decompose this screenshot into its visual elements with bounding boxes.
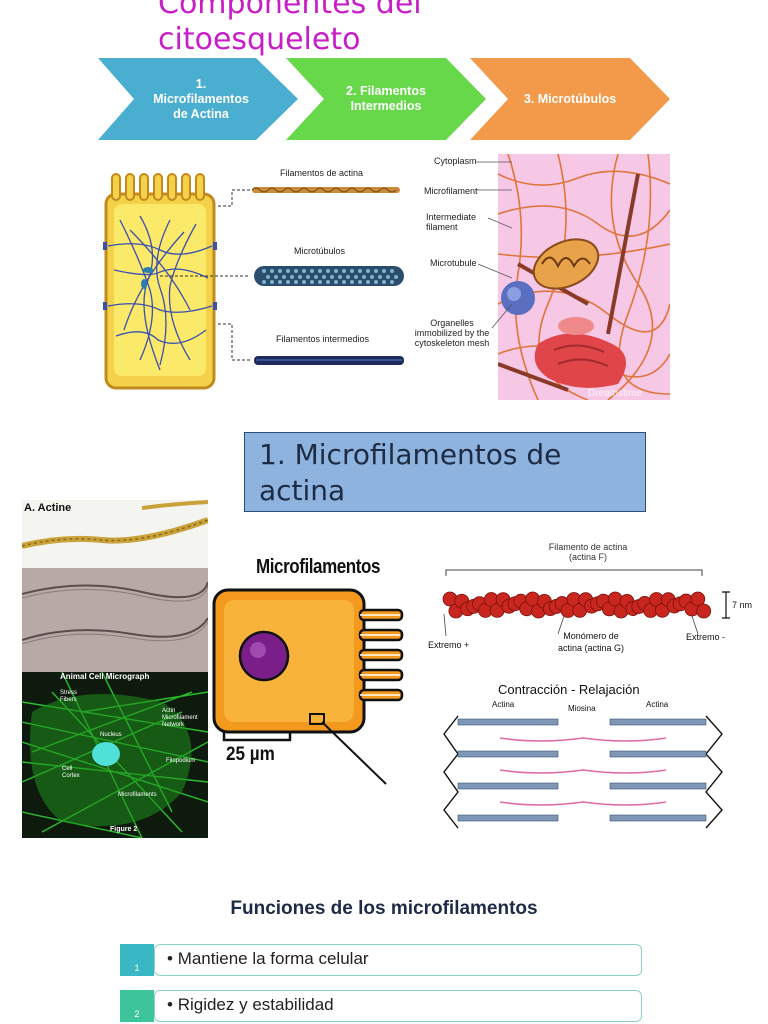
function-number-2: 2 (120, 990, 154, 1022)
filament-title: Filamento de actina(actina F) (548, 542, 628, 562)
label-filopodium: Filopodium (166, 758, 196, 764)
contraction-diagram: Contracción - Relajación Actina Miosina … (440, 680, 730, 830)
myosin-thick-filament (499, 737, 667, 742)
actin-thin-filament (609, 782, 707, 790)
cell-illustration (103, 173, 404, 390)
actin-thin-filament (457, 750, 559, 758)
cell-title: Microfilamentos (256, 556, 380, 578)
actin-thin-filament (457, 718, 559, 726)
connector-lines (160, 189, 252, 361)
actin-thin-filament (457, 814, 559, 822)
label-cytoplasm: Cytoplasm (434, 156, 477, 166)
label-leaders (476, 161, 512, 329)
filament-drawing (442, 569, 730, 637)
chevron-3 (470, 58, 670, 140)
electron-micrograph (22, 568, 208, 672)
sarcomere-drawing (443, 715, 723, 829)
function-text-2: • Rigidez y estabilidad (154, 990, 642, 1022)
label-microtubule: Microtubule (430, 258, 477, 268)
actin-thin-filament (609, 718, 707, 726)
fluorescence-micrograph: Animal Cell Micrograph Stress Fibers Act… (22, 671, 208, 838)
actin-monomer (690, 591, 706, 607)
actin-thin-filament (609, 814, 707, 822)
actin-strand-panel: A. Actine (22, 500, 208, 568)
plus-end-label: Extremo + (428, 640, 470, 650)
actin-strand-image (22, 500, 208, 549)
filament-size: 7 nm (732, 600, 753, 610)
em-filaments (22, 581, 208, 645)
contraction-title: Contracción - Relajación (498, 682, 640, 697)
actin-monomer (696, 603, 712, 619)
chevron-2 (286, 58, 486, 140)
label-nucleus: Nucleus (100, 732, 122, 738)
label-microfilament: Microfilament (424, 186, 478, 196)
sarcomere-filaments (457, 718, 707, 822)
actin-filament (251, 187, 400, 193)
chevron-1 (98, 58, 298, 140)
contraction-myosin: Miosina (568, 704, 596, 713)
actin-thin-filament (457, 782, 559, 790)
cytoskeleton-cell-figure: Filamentos de actina Microtúbulos Filame… (100, 160, 410, 400)
cytoskeleton-mesh-figure: Cytoplasm Microfilament Intermediate fil… (412, 154, 674, 402)
functions-title: Funciones de los microfilamentos (230, 898, 538, 919)
actin-thin-filament (609, 750, 707, 758)
scale-bar-label: 25 µm (226, 744, 275, 765)
contraction-actin-left: Actina (492, 700, 515, 709)
function-item-1: 1 • Mantiene la forma celular (120, 944, 644, 976)
label-microfilaments: Microfilaments (118, 792, 157, 798)
chevron-3-label: 3. Microtúbulos (523, 91, 617, 106)
label-organelles: Organelles immobilized by the cytoskelet… (414, 318, 490, 348)
cell-drawing (212, 588, 404, 785)
label-stress-fibers: Stress Fibers (60, 690, 78, 703)
page-title: Componentes del citoesqueleto (158, 0, 422, 57)
actine-label: A. Actine (24, 502, 72, 514)
microfilament-cell-figure: Microfilamentos 25 µm (210, 550, 406, 790)
label-actin-filaments: Filamentos de actina (280, 168, 364, 178)
label-actin-network: Actin Microfilament Network (162, 708, 198, 728)
actin-monomers (442, 591, 712, 619)
contraction-actin-right: Actina (646, 700, 669, 709)
watermark: Dreamstime (588, 388, 642, 399)
label-intermediate-filament: Intermediate filament (426, 212, 477, 232)
label-microtubules: Microtúbulos (294, 246, 346, 256)
function-number-1: 1 (120, 944, 154, 976)
actin-micrograph: A. Actine Animal Cell Micrograph Stress … (22, 500, 208, 838)
label-cell-cortex: Cell Cortex (62, 766, 80, 779)
myosin-thick-filament (499, 769, 667, 774)
fluorescence-image (22, 671, 208, 838)
function-item-2: 2 • Rigidez y estabilidad (120, 990, 644, 1022)
chevron-shapes (98, 58, 670, 140)
label-figure-2: Figure 2 (110, 826, 138, 833)
epithelial-cell (103, 173, 217, 390)
mesh-illustration (498, 154, 670, 400)
label-intermediate-filaments: Filamentos intermedios (276, 334, 370, 344)
micrograph-title: Animal Cell Micrograph (60, 672, 150, 681)
section-title: 1. Microfilamentos de actina (244, 432, 646, 512)
actin-filament-diagram: Filamento de actina(actina F) 7 nm Extre… (420, 538, 760, 662)
minus-end-label: Extremo - (686, 632, 726, 642)
intermediate-filament (254, 356, 404, 365)
myosin-thick-filament (499, 801, 667, 806)
function-text-1: • Mantiene la forma celular (154, 944, 642, 976)
microtubule (254, 266, 404, 286)
